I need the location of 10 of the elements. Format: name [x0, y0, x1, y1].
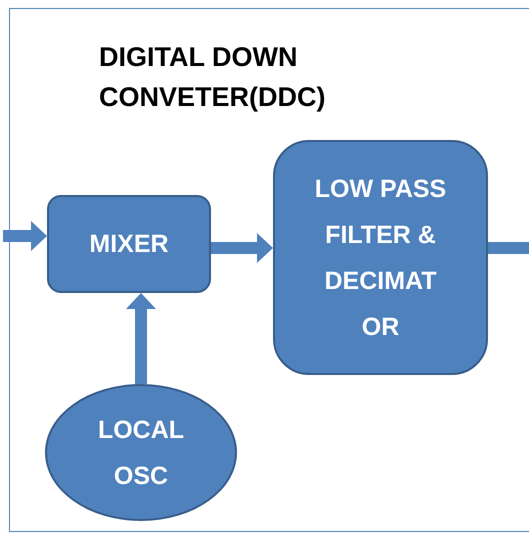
node-label: LOCAL OSC	[96, 414, 186, 492]
block-arrow	[211, 233, 273, 263]
diagram-heading: DIGITAL DOWN CONVETER(DDC)	[99, 41, 326, 114]
node-label: LOW PASS FILTER & DECIMAT OR	[314, 174, 448, 342]
node-label: MIXER	[89, 229, 169, 260]
process-box	[273, 140, 488, 375]
block-arrow	[126, 293, 156, 384]
process-box	[47, 195, 211, 293]
frame-box	[9, 8, 529, 532]
block-arrow	[3, 221, 47, 251]
